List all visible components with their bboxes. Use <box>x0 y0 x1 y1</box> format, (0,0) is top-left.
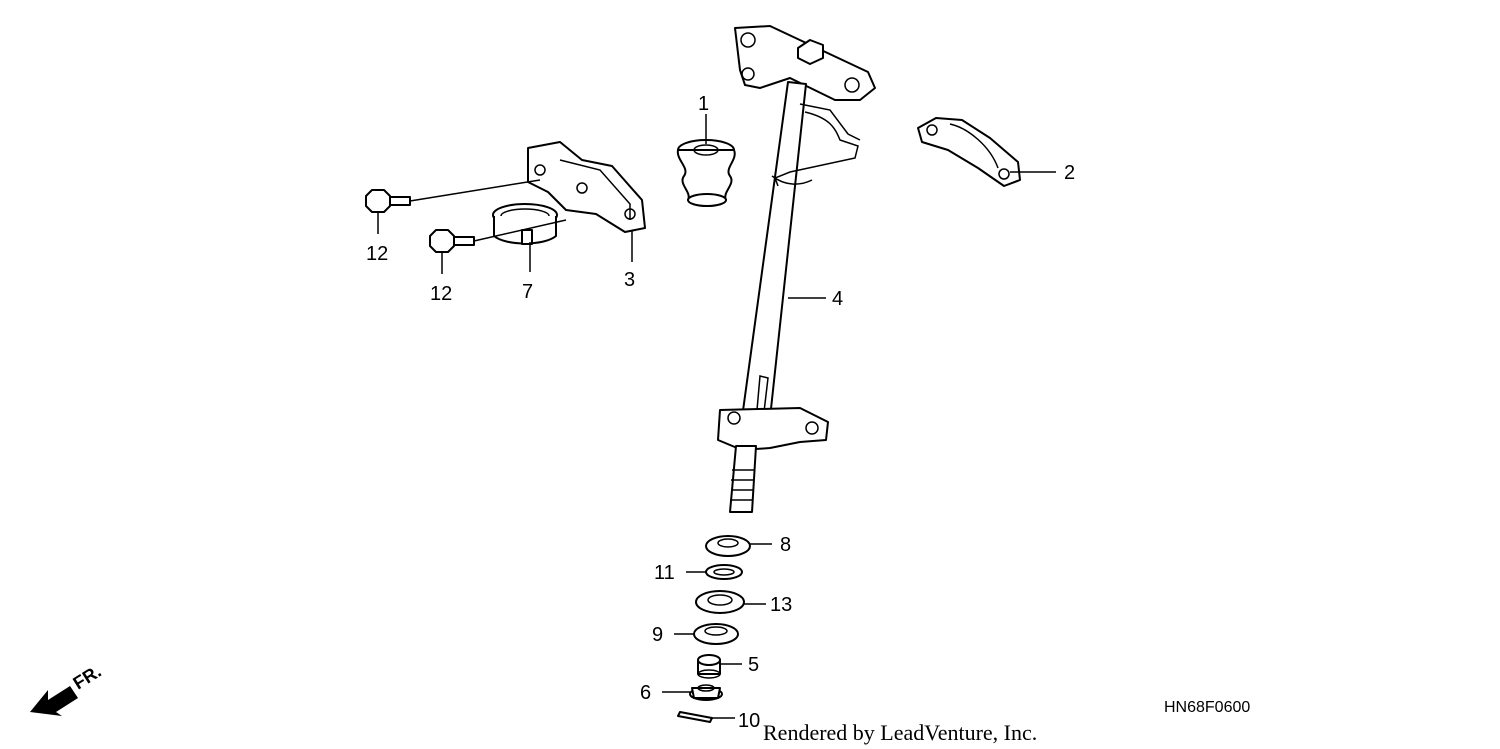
callout-1: 1 <box>698 93 709 115</box>
cotter-pin-part[interactable] <box>677 711 713 723</box>
washer-part[interactable] <box>705 564 743 580</box>
diagram-code: HN68F0600 <box>1164 699 1250 716</box>
callout-2: 2 <box>1064 162 1075 184</box>
flange-bolt-lower-part[interactable] <box>429 229 475 253</box>
callout-8: 8 <box>780 534 791 556</box>
callout-13: 13 <box>770 594 792 616</box>
callout-11: 11 <box>654 562 675 584</box>
credit-text: Rendered by LeadVenture, Inc. <box>763 720 1037 745</box>
callout-12-lower: 12 <box>430 283 452 305</box>
callout-12-upper: 12 <box>366 243 388 265</box>
bearing-upper-part[interactable] <box>705 535 751 557</box>
callout-10: 10 <box>738 710 760 732</box>
callout-9: 9 <box>652 624 663 646</box>
bracket-part[interactable] <box>527 141 646 233</box>
rubber-boot-part[interactable] <box>676 139 736 207</box>
callout-7: 7 <box>522 281 533 303</box>
front-direction-arrow-icon <box>30 686 78 716</box>
callout-3: 3 <box>624 269 635 291</box>
bearing-middle-part[interactable] <box>695 590 745 614</box>
shaft-holder-part[interactable] <box>917 117 1021 187</box>
flange-bolt-upper-part[interactable] <box>365 189 411 213</box>
steering-shaft-part[interactable] <box>717 25 876 513</box>
front-direction-label: FR. <box>70 661 105 693</box>
collar-part[interactable] <box>697 654 721 679</box>
oil-seal-part[interactable] <box>693 623 739 645</box>
callout-4: 4 <box>832 288 843 310</box>
leader-lines <box>377 114 1056 719</box>
callout-5: 5 <box>748 654 759 676</box>
callout-6: 6 <box>640 682 651 704</box>
castle-nut-part[interactable] <box>689 684 723 701</box>
